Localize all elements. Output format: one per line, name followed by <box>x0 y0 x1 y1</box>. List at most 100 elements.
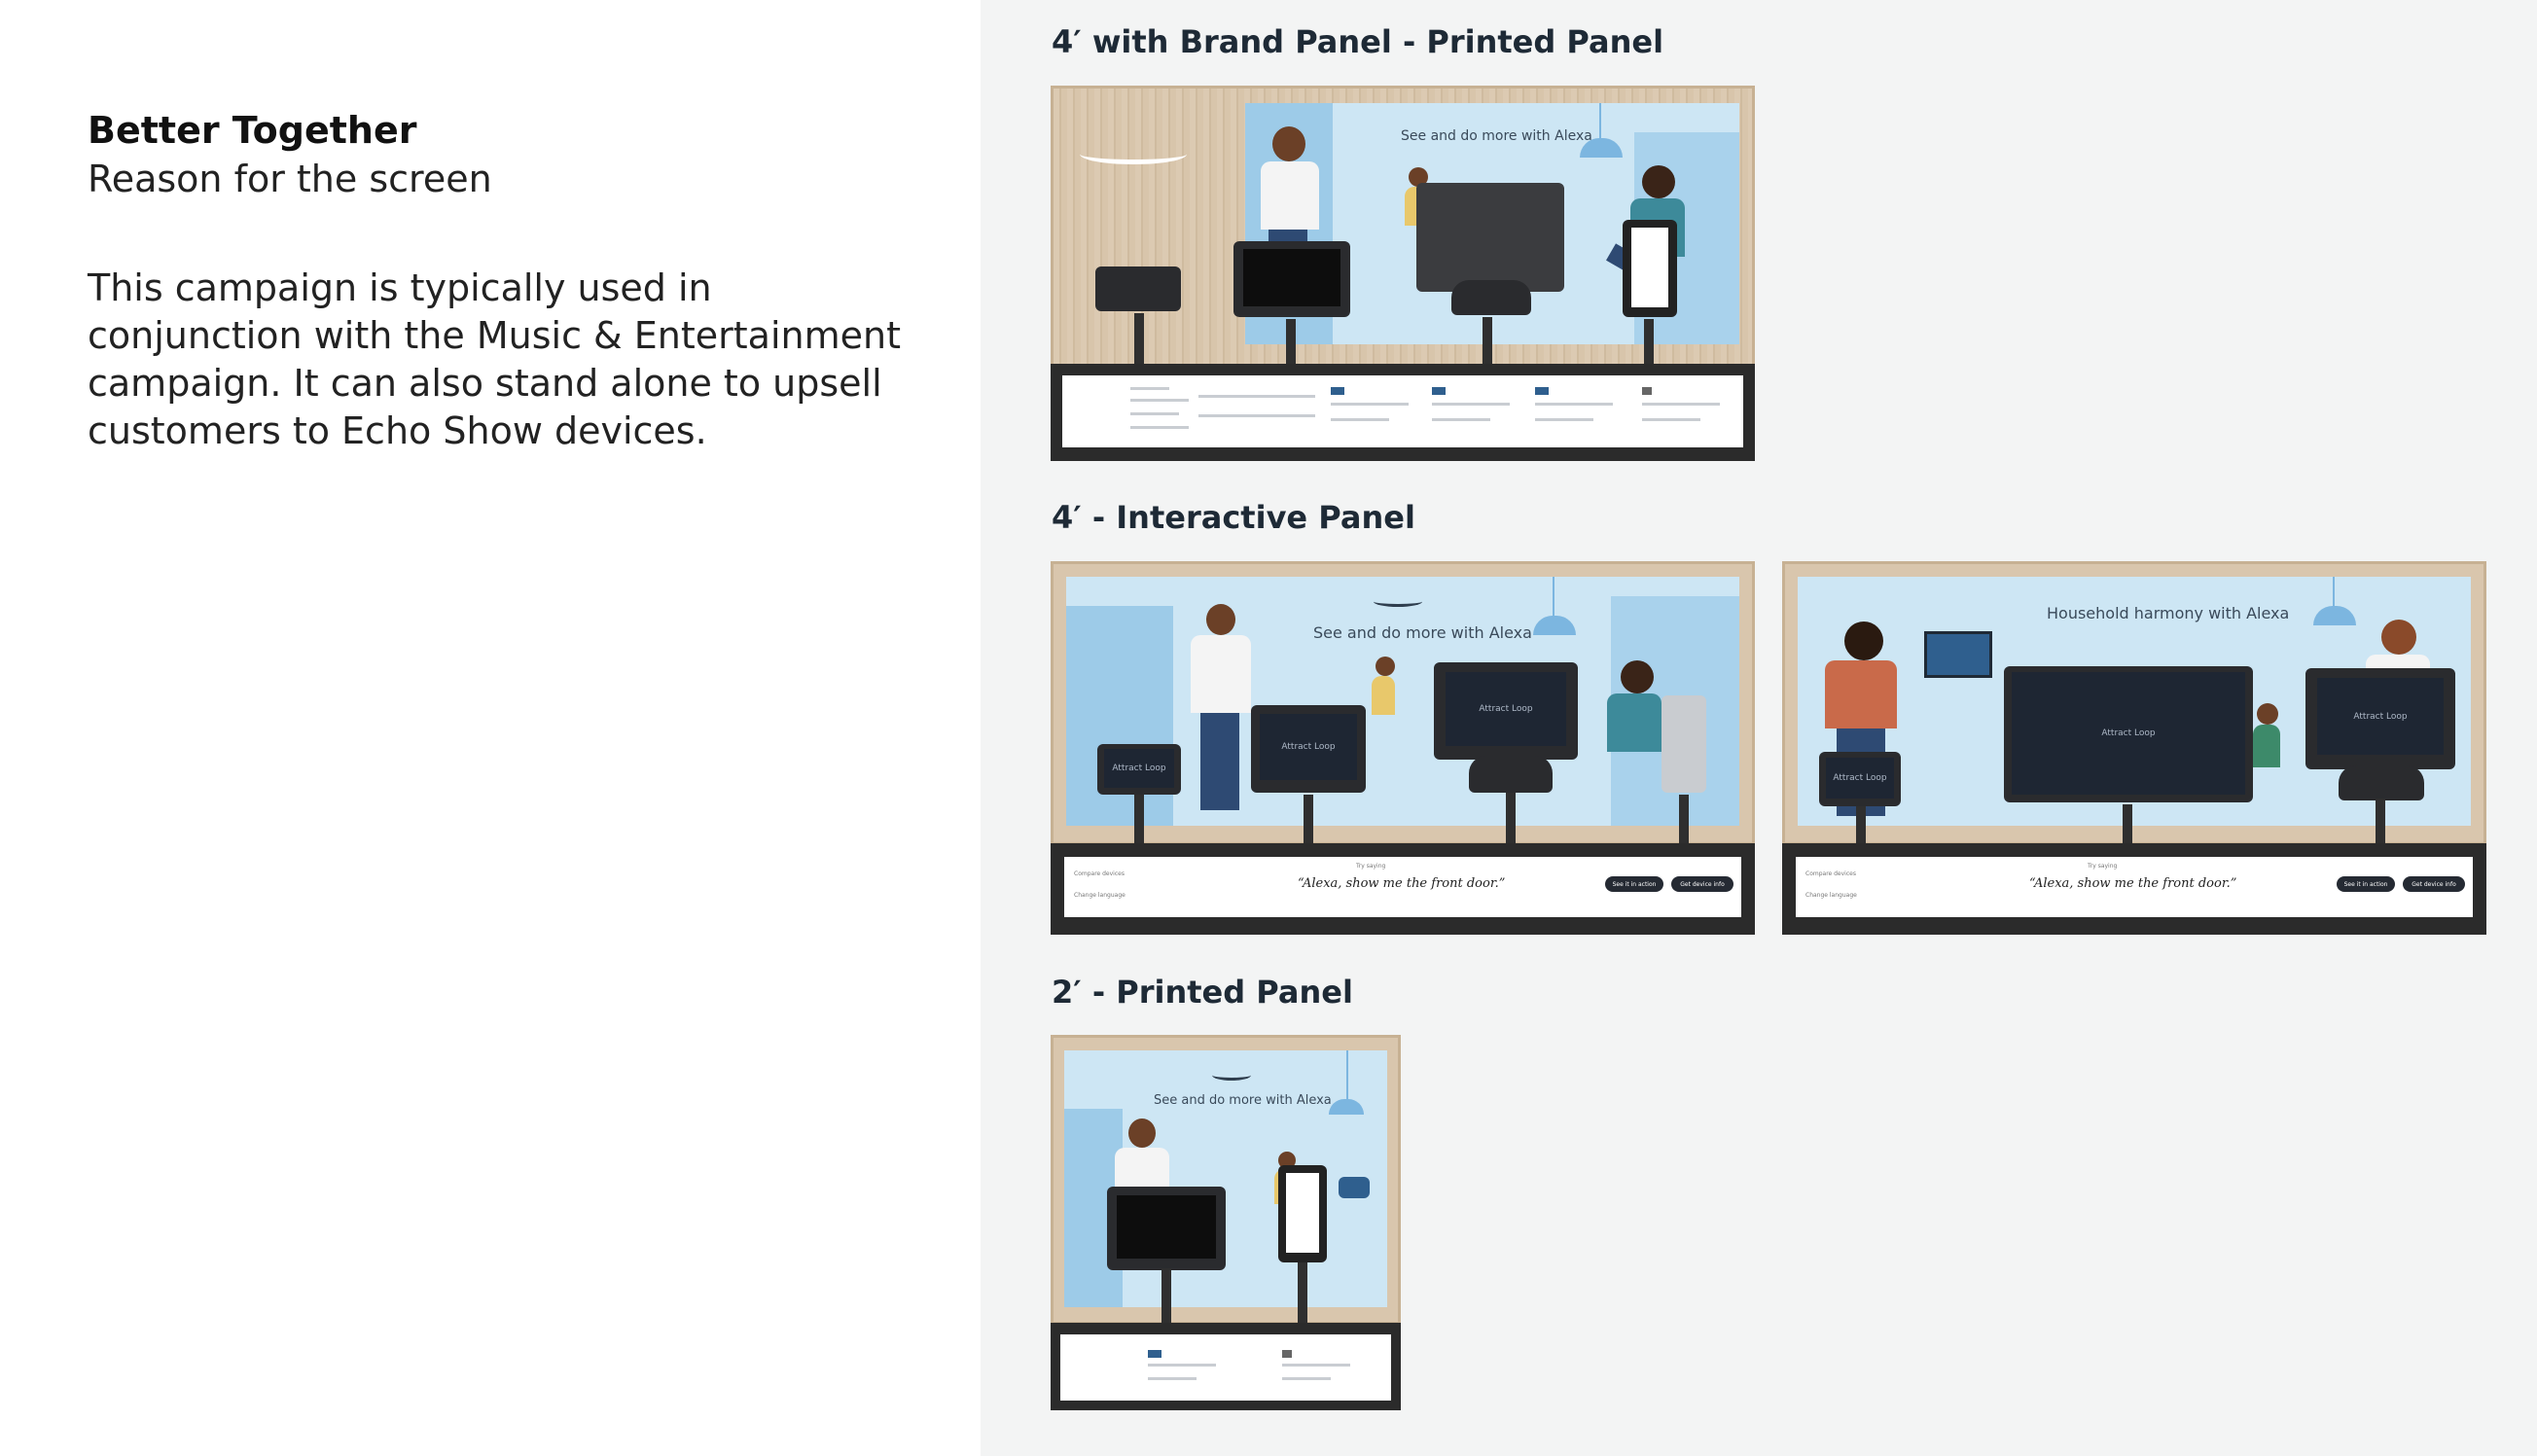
interactive-touch-bar: Compare devices Change language Try sayi… <box>1064 857 1741 917</box>
change-language-link[interactable]: Change language <box>1074 892 1126 899</box>
lamp-cord <box>1346 1050 1348 1099</box>
echo-show-10-base <box>2339 765 2424 800</box>
two-foot-printed-panel: See and do more with Alexa <box>1051 1035 1401 1410</box>
info-line <box>1198 414 1315 417</box>
attract-loop-screen: Attract Loop <box>2317 678 2444 756</box>
echo-show-10 <box>1416 183 1564 292</box>
see-it-in-action-button[interactable]: See it in action <box>1605 876 1663 892</box>
woman-head <box>1642 165 1675 198</box>
person-torso <box>1191 635 1251 713</box>
person-head <box>1272 126 1305 161</box>
scene-headline: See and do more with Alexa <box>1401 128 1592 144</box>
ring-doorbell <box>1662 695 1706 793</box>
change-language-link[interactable]: Change language <box>1805 892 1857 899</box>
compare-devices-link[interactable]: Compare devices <box>1805 870 1856 877</box>
try-saying-label: Try saying <box>1356 863 1386 870</box>
product-chip <box>1642 387 1652 395</box>
see-it-in-action-button[interactable]: See it in action <box>2337 876 2395 892</box>
product-chip <box>1148 1350 1161 1358</box>
info-line <box>1642 403 1720 406</box>
scene-headline: See and do more with Alexa <box>1154 1093 1332 1108</box>
child-head <box>2257 703 2278 725</box>
echo-show-5: Attract Loop <box>1097 744 1181 795</box>
panels-column: 4′ with Brand Panel - Printed Panel See … <box>981 0 2537 1456</box>
try-saying-label: Try saying <box>2088 863 2118 870</box>
echo-show-8: Attract Loop <box>1251 705 1366 793</box>
info-line <box>1282 1377 1331 1380</box>
section-heading-brand-panel: 4′ with Brand Panel - Printed Panel <box>1052 23 1664 60</box>
stand-post <box>1134 313 1144 372</box>
person-head <box>1844 621 1883 660</box>
stand-post <box>2376 799 2385 849</box>
person-torso <box>1825 660 1897 728</box>
echo-show-10: Attract Loop <box>2305 668 2455 769</box>
child-torso <box>2253 725 2280 767</box>
product-info-card <box>1062 375 1743 447</box>
child-head <box>1278 1152 1296 1169</box>
echo-show-15: Attract Loop <box>2004 666 2253 802</box>
child-head <box>1409 167 1428 187</box>
scene-headline: See and do more with Alexa <box>1313 623 1532 642</box>
echo-show-10-base <box>1451 280 1531 315</box>
wall-frame <box>1339 1177 1370 1198</box>
scene-headline: Household harmony with Alexa <box>2047 604 2290 622</box>
page-title: Better Together <box>88 109 417 152</box>
info-line <box>1130 426 1189 429</box>
person-head <box>1206 604 1235 635</box>
attract-loop-screen: Attract Loop <box>1445 672 1567 746</box>
echo-show-8 <box>1107 1187 1226 1270</box>
info-line <box>1642 418 1700 421</box>
person-head <box>1128 1119 1156 1148</box>
echo-show-15 <box>1623 220 1677 317</box>
stand-post <box>1506 793 1516 849</box>
echo-show-10: Attract Loop <box>1434 662 1578 760</box>
voice-prompt: “Alexa, show me the front door.” <box>1298 876 1506 891</box>
get-device-info-button[interactable]: Get device info <box>1671 876 1733 892</box>
stand-post <box>1483 317 1492 372</box>
pendant-lamp <box>1533 616 1576 635</box>
info-line <box>1130 412 1179 415</box>
interactive-panel-b: Household harmony with Alexa Attract Loo… <box>1782 561 2486 935</box>
amazon-smile-logo <box>1212 1070 1251 1081</box>
product-chip <box>1535 387 1549 395</box>
get-device-info-button[interactable]: Get device info <box>2403 876 2465 892</box>
product-chip <box>1432 387 1446 395</box>
attract-loop-screen: Attract Loop <box>2011 671 2246 795</box>
echo-show-15 <box>1278 1165 1327 1262</box>
echo-show-8 <box>1233 241 1350 317</box>
campaign-description: This campaign is typically used in conju… <box>88 266 901 452</box>
product-chip <box>1282 1350 1292 1358</box>
info-line <box>1331 418 1389 421</box>
info-line <box>1282 1364 1350 1367</box>
attract-loop-screen: Attract Loop <box>1260 714 1357 781</box>
lamp-cord <box>2333 577 2335 606</box>
attract-loop-screen: Attract Loop <box>1103 749 1175 788</box>
attract-loop-screen: Attract Loop <box>1825 757 1895 799</box>
product-info-card <box>1060 1334 1391 1401</box>
pendant-lamp <box>2313 606 2356 625</box>
interactive-touch-bar: Compare devices Change language Try sayi… <box>1796 857 2473 917</box>
stand-post <box>1298 1262 1307 1325</box>
info-line <box>1148 1377 1197 1380</box>
info-line <box>1148 1364 1216 1367</box>
section-heading-two-foot: 2′ - Printed Panel <box>1052 974 1353 1011</box>
amazon-smile-logo <box>1374 596 1422 607</box>
child-torso <box>1372 676 1395 715</box>
voice-prompt: “Alexa, show me the front door.” <box>2029 876 2237 891</box>
info-line <box>1198 395 1315 398</box>
echo-show-5 <box>1095 266 1181 311</box>
info-line <box>1432 418 1490 421</box>
section-heading-interactive: 4′ - Interactive Panel <box>1052 499 1415 536</box>
compare-devices-link[interactable]: Compare devices <box>1074 870 1125 877</box>
stand-post <box>1679 795 1689 849</box>
wall-tv <box>1924 631 1992 678</box>
stand-post <box>1856 806 1866 849</box>
man-head <box>2381 620 2416 655</box>
brand-printed-panel: See and do more with Alexa <box>1051 86 1755 461</box>
description-column: Better Together Reason for the screen Th… <box>0 0 981 1456</box>
info-line <box>1535 403 1613 406</box>
info-line <box>1432 403 1510 406</box>
person-torso <box>1261 161 1319 230</box>
stand-post <box>1134 795 1144 849</box>
woman-torso <box>1607 693 1662 752</box>
